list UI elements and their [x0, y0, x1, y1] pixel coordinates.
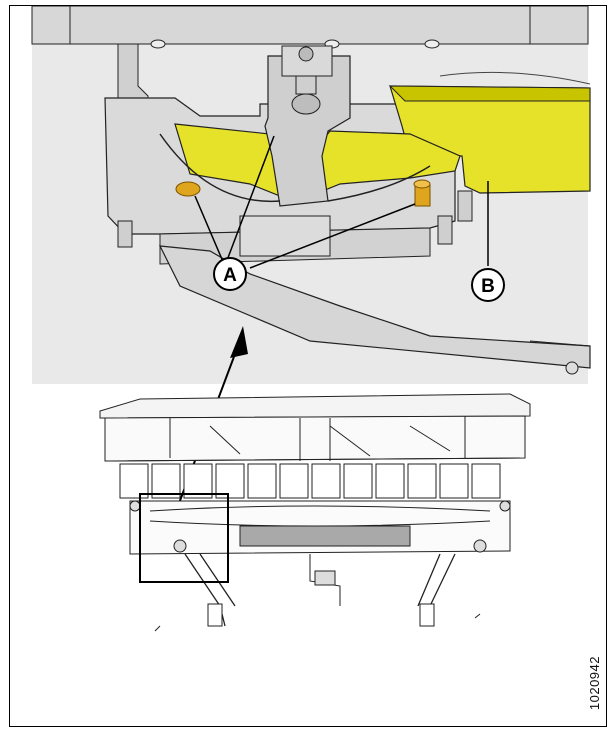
- top-plate: [31, 6, 589, 45]
- detail-location-box: [139, 493, 229, 583]
- grease-fitting-icon: [175, 181, 201, 197]
- screw-icon: [150, 39, 440, 49]
- callout-b: B: [471, 268, 505, 302]
- frame-member-top: [388, 85, 591, 102]
- callout-a-label: A: [223, 265, 237, 286]
- reel-top: [99, 393, 531, 419]
- arrow-head-icon: [230, 326, 248, 358]
- reel-tines: [119, 463, 501, 499]
- highlighted-drum: [239, 525, 411, 547]
- callout-a: A: [213, 257, 247, 291]
- callout-a-leaders: [194, 135, 416, 269]
- header-panel: [104, 415, 526, 462]
- detail-view: A B: [31, 6, 591, 384]
- document-number: 1020942: [587, 655, 602, 710]
- figure-frame: A B: [9, 5, 607, 727]
- illustration: A B: [31, 6, 591, 632]
- callout-b-label: B: [481, 276, 495, 297]
- pivot-fitting: [291, 93, 321, 115]
- overview-view: [99, 393, 531, 632]
